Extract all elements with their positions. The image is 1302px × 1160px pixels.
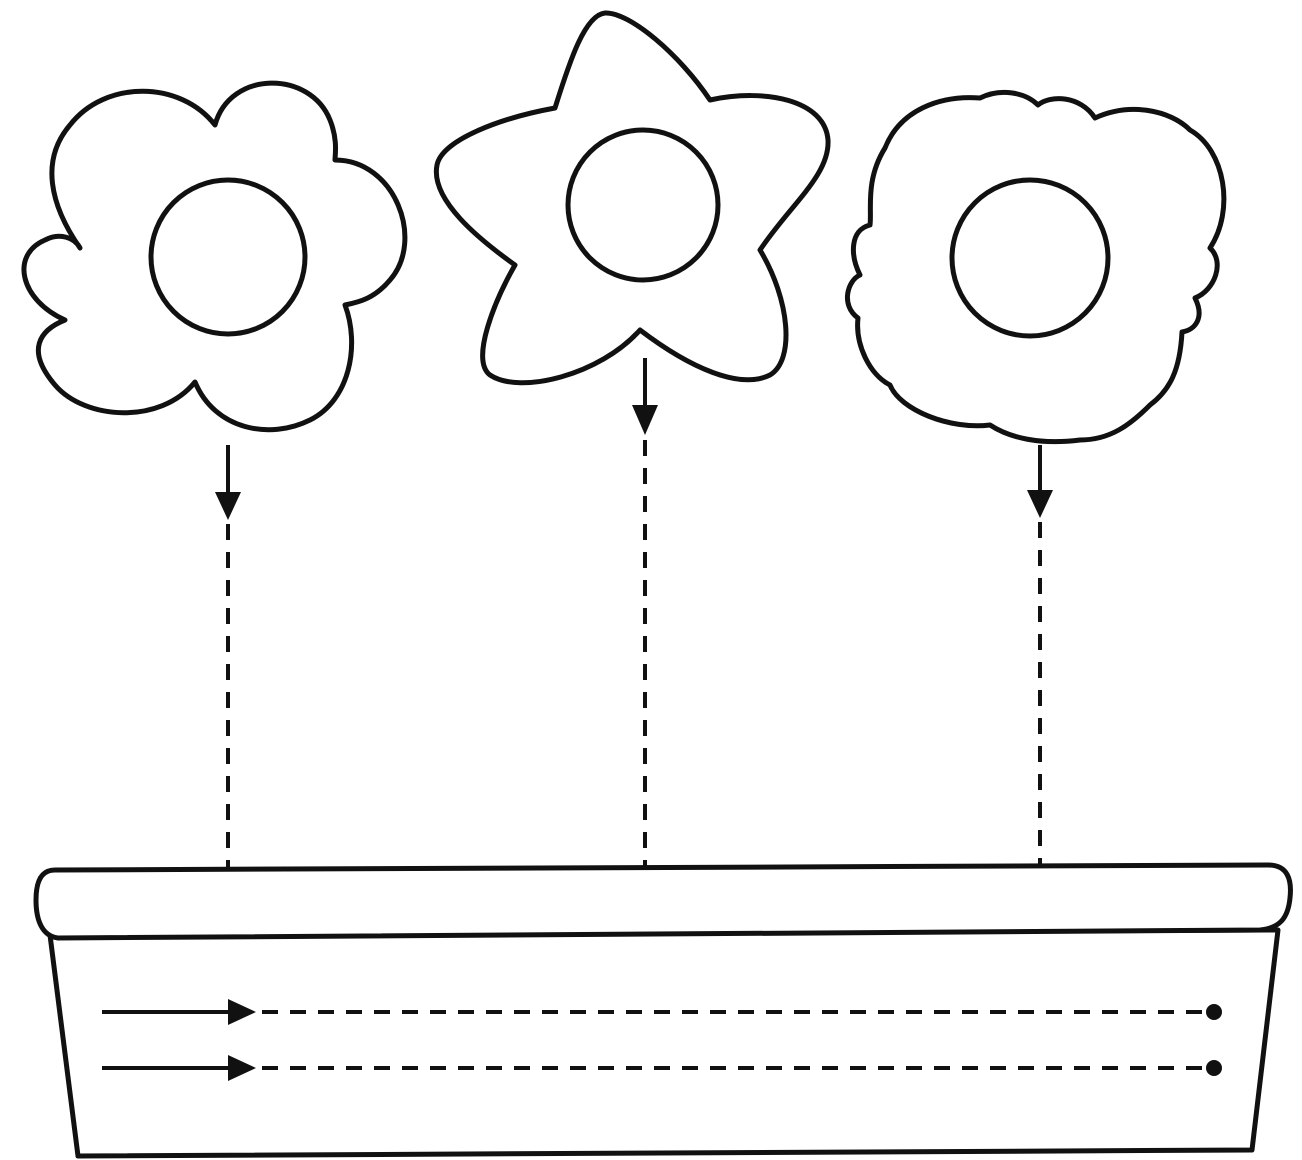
- trace-end-dot: [1206, 1004, 1222, 1020]
- down-arrow-icon: [215, 492, 241, 520]
- trace-end-dot: [1206, 1060, 1222, 1076]
- down-arrow-icon: [632, 405, 658, 435]
- down-arrow-icon: [1027, 490, 1053, 518]
- horizontal-trace-1: [102, 999, 1222, 1025]
- flower-star-center: [565, 127, 721, 283]
- horizontal-trace-2: [102, 1055, 1222, 1081]
- vertical-trace-2: [632, 358, 658, 884]
- flower-rounded: [21, 80, 408, 433]
- right-arrow-icon: [228, 999, 256, 1025]
- flower-star: [433, 10, 831, 386]
- vertical-trace-1: [215, 445, 241, 896]
- vertical-trace-3: [1027, 445, 1053, 896]
- pot-rim: [33, 862, 1293, 941]
- flower-cloud: [845, 89, 1227, 445]
- flower-rounded-center: [148, 177, 308, 337]
- right-arrow-icon: [228, 1055, 256, 1081]
- flower-pot: [33, 862, 1293, 1159]
- flower-cloud-center: [949, 177, 1111, 339]
- pot-body: [47, 927, 1281, 1159]
